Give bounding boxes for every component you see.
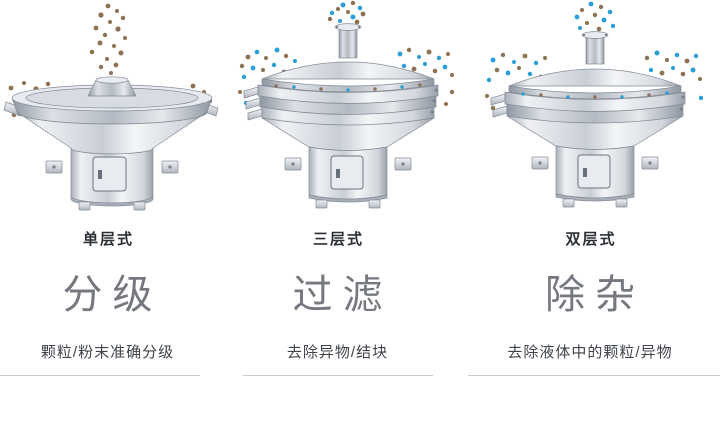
divider-line bbox=[0, 375, 200, 376]
machine-body bbox=[243, 23, 438, 209]
divider-line bbox=[468, 375, 720, 376]
deck1-outlet-spout bbox=[243, 86, 258, 99]
machine-column-single-deck: 单层式 分级 颗粒/粉末准确分级 bbox=[0, 0, 218, 376]
dust-cover-lid bbox=[508, 68, 682, 87]
foot-right bbox=[615, 198, 628, 208]
inspection-door bbox=[92, 156, 126, 192]
machine-column-double-deck: 双层式 除杂 去除液体中的颗粒/异物 bbox=[460, 0, 720, 376]
feed-inlet-opening bbox=[95, 76, 128, 84]
door-handle bbox=[583, 168, 587, 177]
feed-inlet-flange bbox=[334, 23, 361, 31]
divider-line bbox=[242, 375, 433, 376]
machine-type-label: 双层式 bbox=[565, 231, 617, 248]
function-description: 颗粒/粉末准确分级 bbox=[40, 344, 175, 361]
deck3-outlet-spout bbox=[247, 108, 262, 121]
lid-rim-band bbox=[508, 85, 682, 100]
particle-stream bbox=[485, 1, 704, 111]
feed-inlet-pipe bbox=[338, 25, 357, 59]
machine-figure bbox=[460, 0, 720, 215]
machine-body bbox=[3, 76, 218, 211]
function-description: 去除异物/结块 bbox=[286, 344, 389, 361]
machine-body bbox=[490, 31, 686, 208]
function-description: 去除液体中的颗粒/异物 bbox=[507, 344, 673, 361]
door-handle bbox=[97, 170, 102, 179]
dust-cover-lid bbox=[261, 61, 434, 80]
particles-on-deck bbox=[273, 83, 422, 92]
foot-left bbox=[78, 201, 90, 211]
machine-figure bbox=[0, 0, 218, 215]
particles-on-deck bbox=[521, 91, 669, 99]
inspection-door bbox=[330, 155, 363, 190]
lid-rim-band bbox=[261, 78, 434, 93]
foot-left bbox=[562, 198, 575, 208]
function-title: 过滤 bbox=[292, 273, 393, 317]
inspection-door bbox=[577, 154, 611, 189]
door-handle bbox=[335, 169, 340, 178]
machine-figure bbox=[215, 0, 460, 215]
deck2-outlet-spout bbox=[245, 97, 260, 110]
machine-column-three-deck: 三层式 过滤 去除异物/结块 bbox=[215, 0, 460, 376]
feed-inlet-flange bbox=[581, 31, 609, 39]
single-deck-sifter-illustration bbox=[3, 3, 218, 211]
function-title: 分级 bbox=[62, 273, 163, 317]
three-deck-sifter-illustration bbox=[237, 0, 454, 209]
sifter-types-section: 单层式 分级 颗粒/粉末准确分级 bbox=[0, 0, 720, 376]
foot-right bbox=[133, 201, 145, 211]
function-title: 除杂 bbox=[545, 273, 645, 317]
deck1-outlet-spout bbox=[490, 93, 506, 106]
double-deck-sifter-illustration bbox=[485, 1, 704, 208]
machine-type-label: 三层式 bbox=[312, 231, 364, 248]
foot-right bbox=[368, 199, 380, 209]
machine-type-label: 单层式 bbox=[82, 231, 134, 248]
foot-left bbox=[315, 199, 327, 209]
